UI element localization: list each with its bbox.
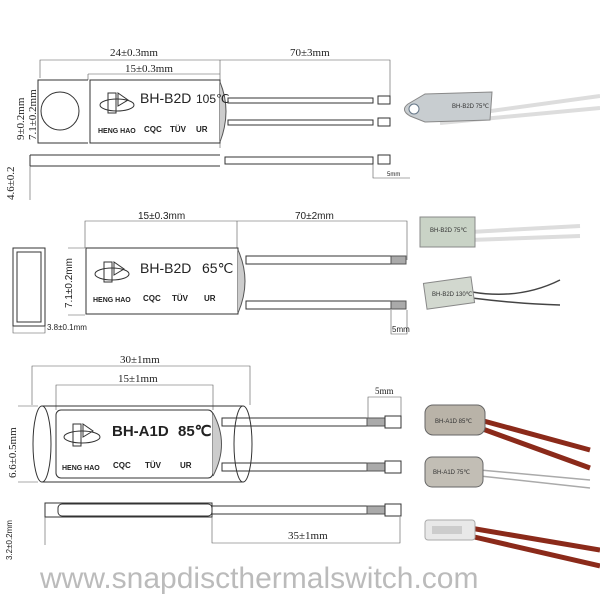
- product-photo-5: BH-A1D 75℃: [424, 456, 591, 489]
- dim-body-length: 15±0.3mm: [125, 63, 173, 75]
- product-photo-3: BH-B2D 130℃: [422, 276, 561, 310]
- dim-thickness: 4.6±0.2: [5, 166, 17, 200]
- photo-label: BH-B2D 75℃: [452, 104, 489, 110]
- switch-body: [85, 247, 239, 315]
- logo-icon: [94, 261, 130, 283]
- temp-label: 85℃: [178, 423, 212, 440]
- ur-mark: UR: [196, 125, 208, 134]
- side-view: [29, 154, 220, 167]
- temp-label: 105℃: [196, 92, 230, 106]
- product-photo-6: [424, 519, 600, 569]
- dim-body-length: 15±0.3mm: [138, 211, 185, 222]
- ur-mark: UR: [180, 461, 192, 470]
- dim-lead-length: 35±1mm: [288, 530, 328, 542]
- dim-total-length: 30±1mm: [120, 354, 160, 366]
- mounting-tab: [37, 79, 88, 144]
- side-view: [44, 502, 213, 518]
- brand-label: HENG HAO: [62, 465, 100, 472]
- logo-icon: [99, 92, 135, 114]
- dim-strip: 5mm: [375, 386, 394, 396]
- mounting-hole: [40, 91, 80, 131]
- drawing-bh-a1d-85: 30±1mm 15±1mm 5mm 6.6±0.5mm BH-A1D 85℃ H…: [5, 354, 402, 560]
- dimension-lines: [12, 247, 85, 334]
- photo-label: BH-A1D 75℃: [433, 470, 470, 476]
- dim-strip: 5mm: [392, 325, 410, 334]
- dimension-lines: [18, 365, 402, 483]
- dimension-lines: [29, 164, 410, 200]
- product-photo-1: BH-B2D 75℃: [404, 91, 600, 125]
- watermark: www.snapdiscthermalswitch.com: [39, 562, 478, 595]
- cqc-mark: CQC: [143, 294, 161, 303]
- tuv-mark: TÜV: [145, 461, 162, 470]
- cqc-mark: CQC: [113, 461, 131, 470]
- photo-label: BH-B2D 75℃: [430, 228, 467, 234]
- dim-height: 9±0.2mm: [15, 97, 27, 140]
- brand-label: HENG HAO: [93, 297, 131, 304]
- tuv-mark: TÜV: [172, 294, 189, 303]
- dim-thickness: 3.2±0.2mm: [5, 520, 14, 560]
- sleeve-end-left: [32, 405, 52, 483]
- dim-lead-length: 70±3mm: [290, 47, 330, 59]
- tuv-mark: TÜV: [170, 125, 187, 134]
- dim-lead-length: 70±2mm: [295, 211, 334, 222]
- dim-body-height: 7.1±0.2mm: [64, 258, 75, 308]
- ur-mark: UR: [204, 294, 216, 303]
- dimension-lines: [84, 220, 408, 260]
- dim-body-height: 7.1±0.2mm: [27, 89, 39, 140]
- sleeve: [42, 405, 243, 483]
- dimension-lines: [39, 59, 391, 148]
- dim-width: 3.8±0.1mm: [47, 323, 87, 332]
- drawing-bh-b2d-105: 24±0.3mm 15±0.3mm 70±3mm BH-B2D 105℃ HEN…: [5, 47, 410, 200]
- dimension-lines: [44, 517, 401, 545]
- end-view: [12, 247, 46, 327]
- model-label: BH-A1D: [112, 423, 169, 440]
- temp-label: 65℃: [202, 260, 233, 276]
- dim-total-length: 24±0.3mm: [110, 47, 158, 59]
- product-photo-4: BH-A1D 85℃: [424, 404, 591, 471]
- seal-end: [219, 81, 227, 143]
- logo-icon: [63, 423, 101, 447]
- photo-label: BH-A1D 85℃: [435, 419, 472, 425]
- dim-strip: 5mm: [387, 172, 400, 178]
- model-label: BH-B2D: [140, 260, 191, 276]
- drawing-bh-b2d-65: 15±0.3mm 70±2mm 3.8±0.1mm 7.1±0.2mm BH-B…: [12, 211, 410, 335]
- seal-end: [212, 412, 222, 477]
- product-photo-2: BH-B2D 75℃: [419, 216, 581, 248]
- photo-label: BH-B2D 130℃: [432, 292, 473, 298]
- dimension-lines: [390, 310, 408, 335]
- dim-diameter: 6.6±0.5mm: [7, 427, 19, 478]
- cqc-mark: CQC: [144, 125, 162, 134]
- seal-end: [237, 249, 246, 314]
- brand-label: HENG HAO: [98, 128, 136, 135]
- model-label: BH-B2D: [140, 90, 191, 106]
- dim-body-length: 15±1mm: [118, 373, 158, 385]
